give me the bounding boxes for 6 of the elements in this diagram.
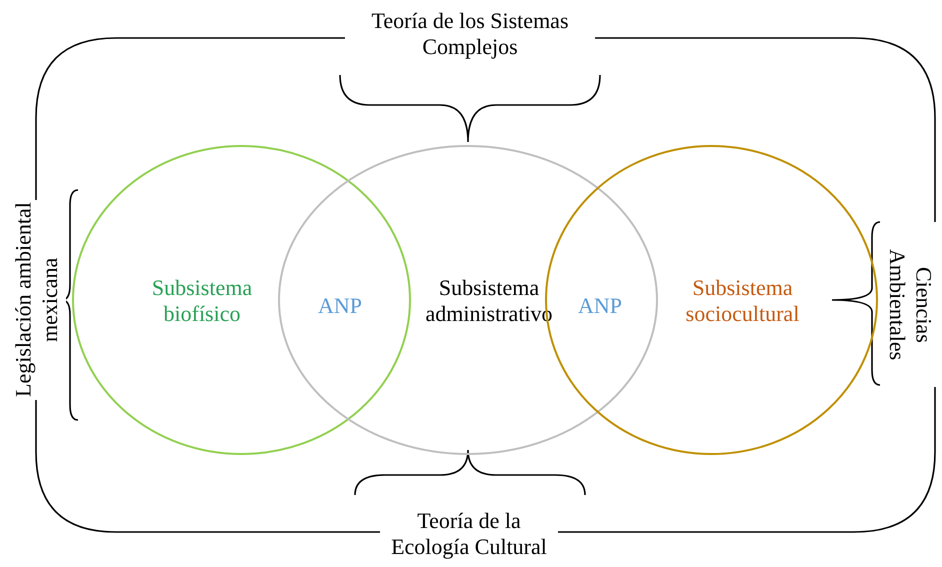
overlap-label: ANP bbox=[316, 293, 363, 320]
subsystem-label: Subsistema sociocultural bbox=[684, 275, 800, 328]
overlap-label: ANP bbox=[576, 293, 623, 320]
venn-circle bbox=[72, 145, 411, 455]
venn-circle bbox=[278, 145, 658, 455]
subsystem-label: Subsistema biofísico bbox=[150, 275, 254, 328]
